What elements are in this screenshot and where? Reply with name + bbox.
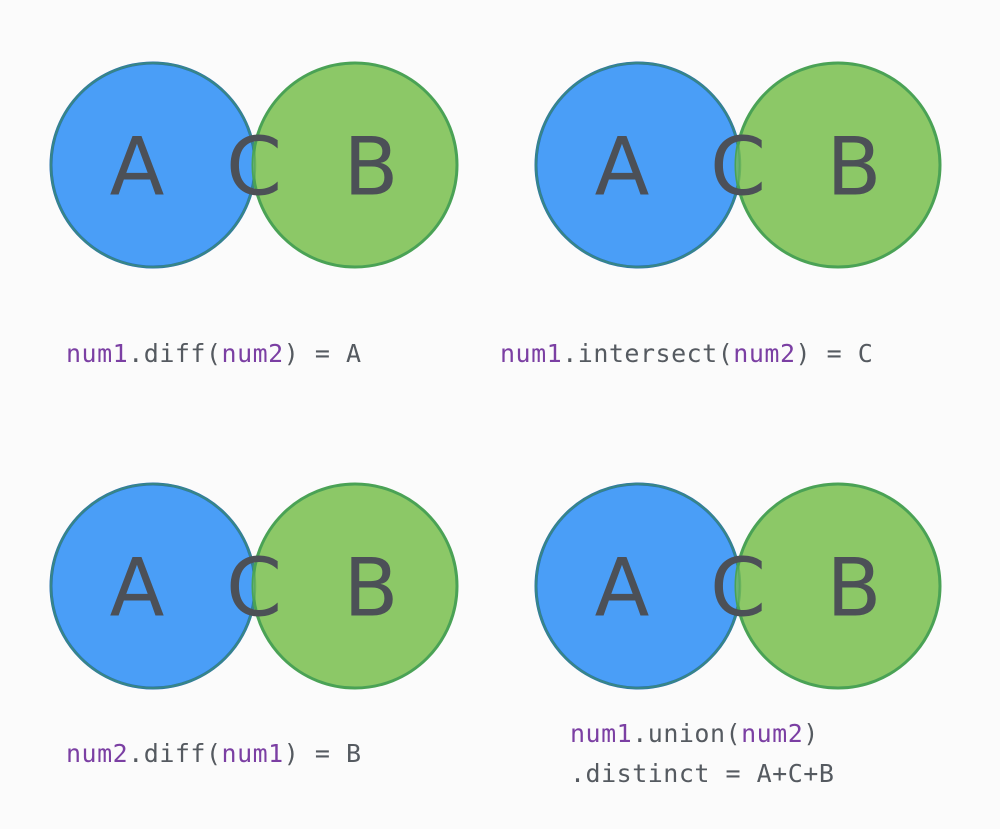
code-text: ) = A <box>283 339 362 368</box>
label-a: A <box>110 121 165 214</box>
label-b: B <box>344 542 399 635</box>
label-c: C <box>226 542 282 635</box>
code-variable: num2 <box>221 339 284 368</box>
label-b: B <box>827 121 882 214</box>
label-a: A <box>595 121 650 214</box>
caption-intersect-line-1: num1.intersect(num2) = C <box>500 341 873 366</box>
code-text: ) <box>803 719 819 748</box>
code-text: .intersect( <box>562 339 734 368</box>
circle-a-outline <box>534 61 742 269</box>
caption-union-line-1: num1.union(num2) <box>570 721 819 746</box>
code-variable: num1 <box>500 339 563 368</box>
code-text: .diff( <box>128 739 222 768</box>
code-variable: num2 <box>66 739 129 768</box>
circle-a-outline <box>49 482 257 690</box>
label-c: C <box>226 121 282 214</box>
circle-a-outline <box>49 61 257 269</box>
code-text: ) = B <box>283 739 362 768</box>
code-text: .distinct = A+C+B <box>570 759 835 788</box>
code-variable: num1 <box>66 339 129 368</box>
caption-union-line-2: .distinct = A+C+B <box>570 761 834 786</box>
code-text: .union( <box>632 719 742 748</box>
code-variable: num1 <box>221 739 284 768</box>
label-b: B <box>827 542 882 635</box>
code-variable: num2 <box>741 719 804 748</box>
caption-diff-a-line-1: num1.diff(num2) = A <box>66 341 362 366</box>
code-variable: num2 <box>733 339 796 368</box>
caption-diff-b-line-1: num2.diff(num1) = B <box>66 741 362 766</box>
code-variable: num1 <box>570 719 633 748</box>
label-c: C <box>710 121 766 214</box>
code-text: .diff( <box>128 339 222 368</box>
label-b: B <box>344 121 399 214</box>
label-a: A <box>110 542 165 635</box>
label-c: C <box>710 542 766 635</box>
circle-a-outline <box>534 482 742 690</box>
label-a: A <box>595 542 650 635</box>
code-text: ) = C <box>795 339 874 368</box>
